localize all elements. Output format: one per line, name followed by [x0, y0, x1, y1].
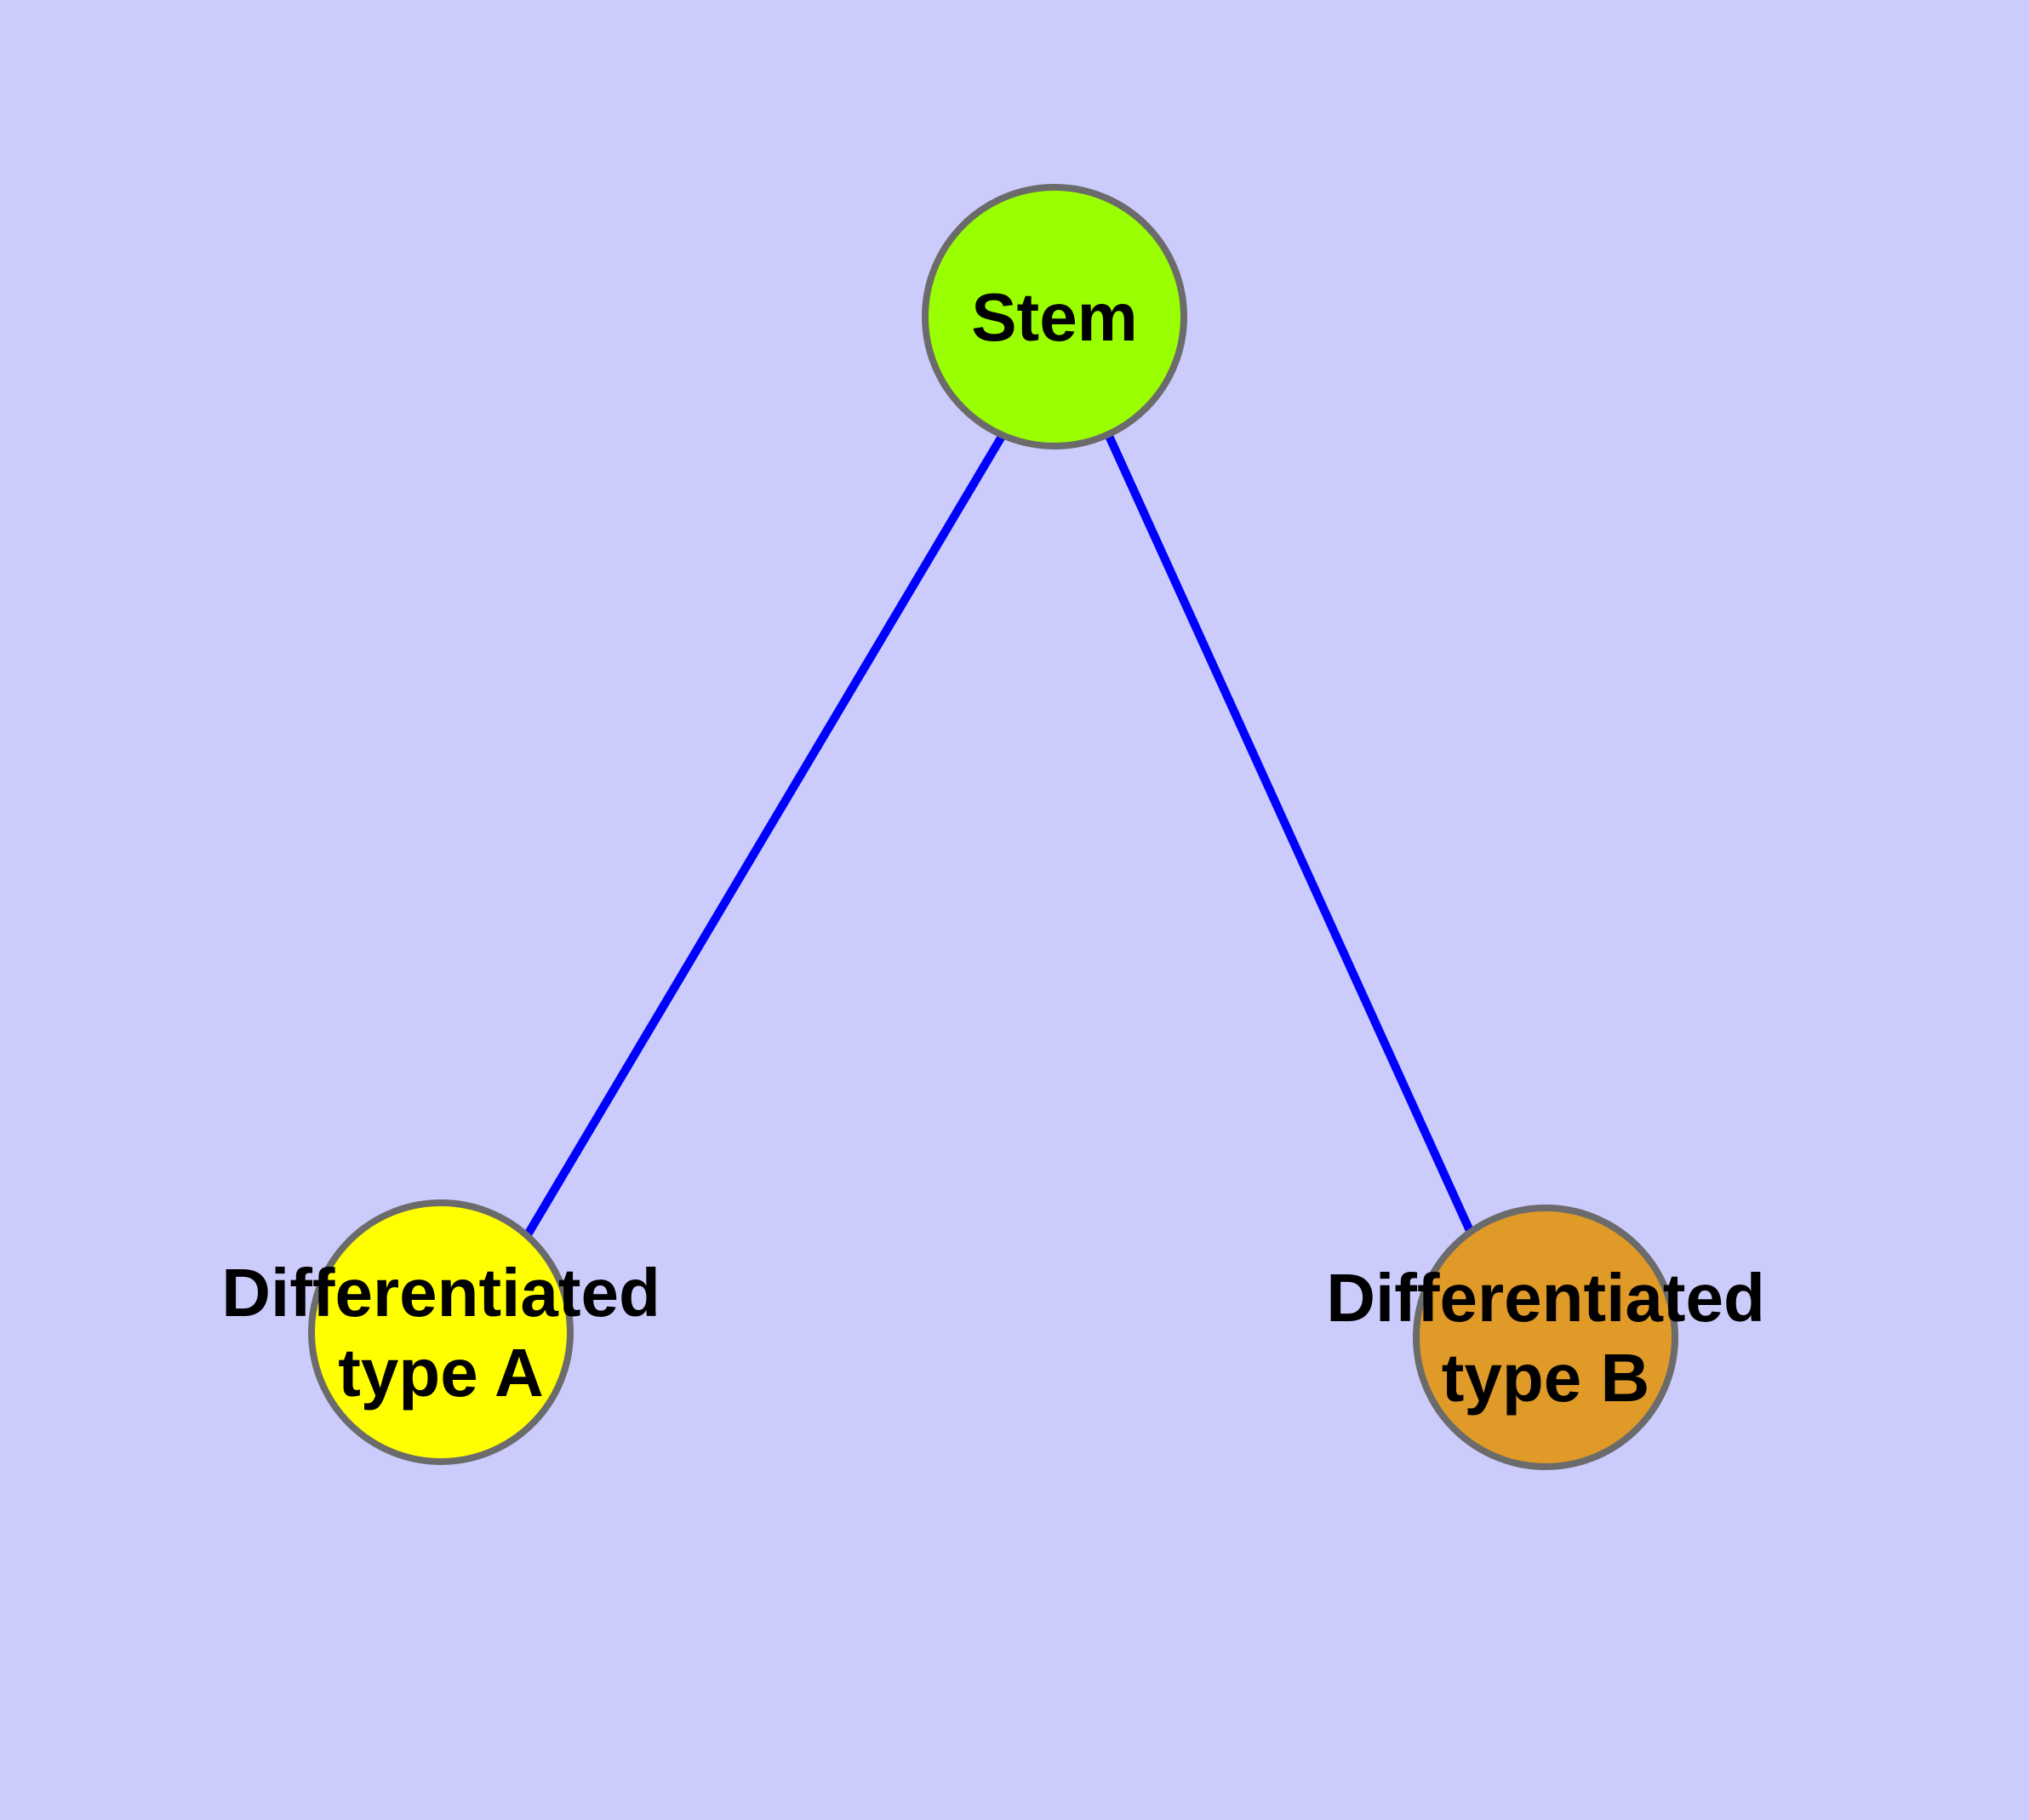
- node-label-line: Stem: [971, 279, 1138, 355]
- node-label-line: Differentiated: [221, 1255, 660, 1331]
- node-circle-diff_a[interactable]: [308, 1199, 574, 1465]
- node-circle-stem[interactable]: [922, 184, 1187, 449]
- node-label-line: Differentiated: [1326, 1260, 1765, 1336]
- graph-edge-stem-to-diff_b[interactable]: [1105, 433, 1475, 1235]
- edges-layer: [523, 432, 1475, 1239]
- node-circle-diff_b[interactable]: [1413, 1205, 1678, 1470]
- graph-node-stem[interactable]: Stem: [922, 184, 1187, 449]
- node-label-stem: Stem: [971, 279, 1138, 355]
- node-label-line: type B: [1442, 1340, 1650, 1416]
- graph-edge-stem-to-diff_a[interactable]: [523, 432, 1007, 1239]
- node-label-line: type A: [338, 1335, 544, 1411]
